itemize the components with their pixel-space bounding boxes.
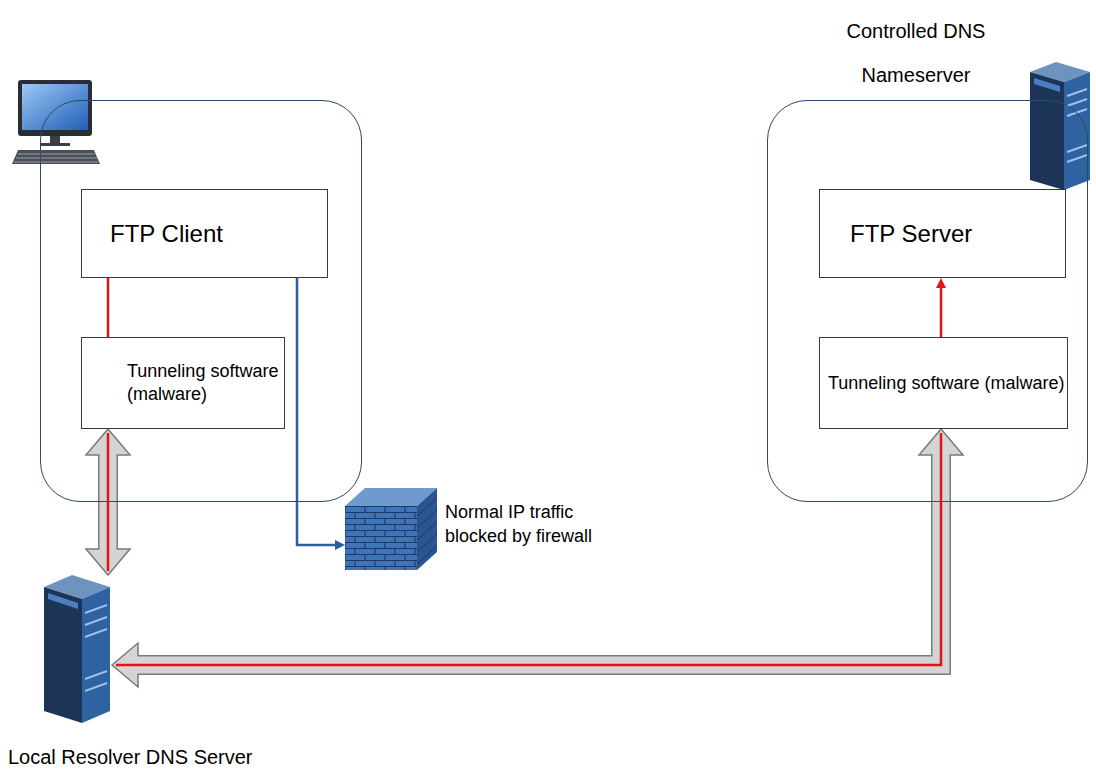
host-boundary: FTP ClientTunneling software (malware) [40,100,362,502]
connector [108,278,109,337]
firewall-symbol [345,488,437,570]
tunnel-arrow [112,429,963,687]
node-caption: Controlled DNS Nameserver [796,9,1036,97]
process-box: Tunneling software (malware) [819,337,1068,429]
connector [936,278,946,337]
firewall-icon: Normal IP traffic blocked by firewall [345,488,437,570]
process-box: FTP Server [819,189,1066,278]
connector [297,278,345,550]
server-icon: Local Resolver DNS Server [42,575,112,723]
box-label: FTP Server [850,220,972,248]
process-box: FTP Client [81,189,328,278]
node-caption: Normal IP traffic blocked by firewall [445,500,620,548]
box-label: Tunneling software (malware) [127,360,284,406]
computer-icon [12,80,100,164]
server-symbol [42,575,112,723]
box-label: Tunneling software (malware) [828,372,1064,395]
server-icon [1030,62,1090,190]
node-caption: Local Resolver DNS Server [8,745,78,769]
box-label: FTP Client [110,220,223,248]
tunnel-arrow [86,429,130,575]
process-box: Tunneling software (malware) [81,337,285,429]
host-boundary: Controlled DNS NameserverFTP ServerTunne… [767,100,1088,502]
